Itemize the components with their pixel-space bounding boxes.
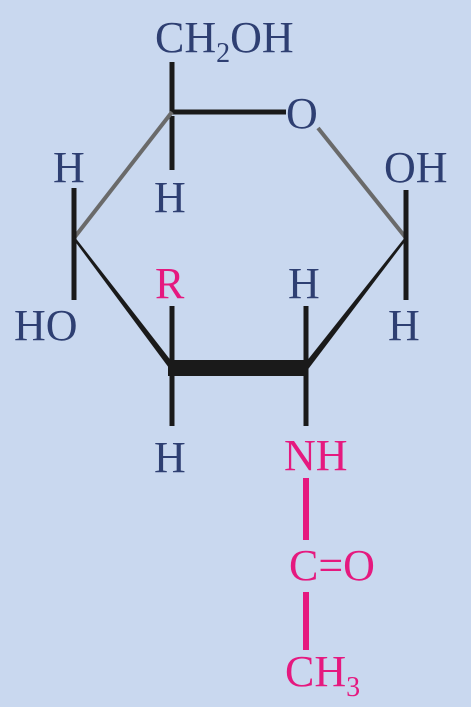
c3-h-bottom-label: H xyxy=(154,433,186,482)
bond-c4-c3-wedge xyxy=(74,236,172,372)
ch2oh-main: CH xyxy=(155,13,217,62)
bond-ring-o-c1 xyxy=(316,126,408,240)
nh-label: NH xyxy=(284,431,348,480)
ch2oh-subscript: 2 xyxy=(216,38,231,69)
ch3-label: CH3 xyxy=(285,647,361,704)
c2-h-top-label: H xyxy=(288,259,320,308)
bond-c3-c2-front xyxy=(168,360,306,376)
ch2oh-rest: OH xyxy=(230,13,294,62)
c1-oh-label: OH xyxy=(384,143,448,192)
c5-h-label: H xyxy=(154,173,186,222)
bond-c2-c1-wedge xyxy=(306,236,406,372)
ch3-subscript: 3 xyxy=(346,672,361,703)
c3-r-group-label: R xyxy=(155,259,185,308)
ch2oh-label: CH2OH xyxy=(155,13,294,70)
bond-c5-c4 xyxy=(72,110,174,240)
ch3-main: CH xyxy=(285,647,347,696)
c4-ho-label: HO xyxy=(14,301,78,350)
c4-h-top-label: H xyxy=(53,143,85,192)
carbonyl-label: C=O xyxy=(289,541,375,590)
ring-oxygen-label: O xyxy=(286,89,318,138)
c1-h-label: H xyxy=(388,301,420,350)
